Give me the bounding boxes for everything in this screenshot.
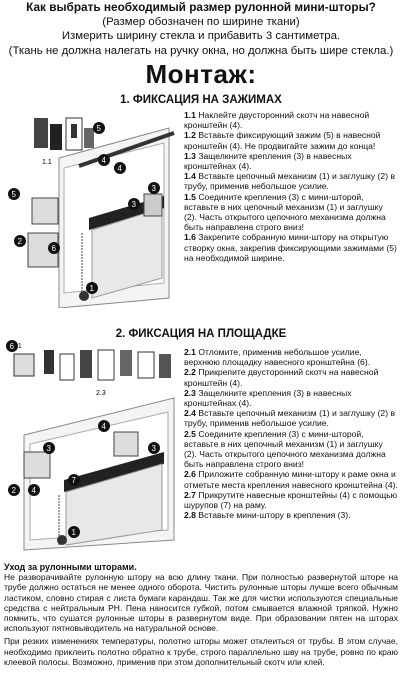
header-warning: (Ткань не должна налегать на ручку окна,… [8, 44, 394, 57]
step-2-8: 2.8 Вставьте мини-штору в крепления (3). [184, 510, 351, 521]
section2-title: 2. ФИКСАЦИЯ НА ПЛОЩАДКЕ [115, 328, 287, 340]
care-title: Уход за рулонными шторами. [4, 562, 137, 572]
header-note: (Размер обозначен по ширине ткани) [102, 15, 300, 28]
callout2-7: 7 [72, 476, 77, 485]
callout-5b: 5 [97, 124, 102, 133]
section1-illustration: 1.1 1 2 3 4 5 6 3 4 5 [8, 117, 175, 308]
step-1-6: 1.6 Закрепите собранную мини-штору на от… [184, 232, 397, 263]
section2-illustration: 2.1 2.3 6 1 2 3 4 7 3 4 [6, 340, 175, 551]
step-1-1: 1.1 Наклейте двусторонний скотч на навес… [184, 110, 370, 131]
step-2-2: 2.2 Прикрепите двусторонний скотч на нав… [184, 367, 379, 388]
callout2-3: 3 [152, 444, 157, 453]
step-1-5: 1.5 Соедините крепления (3) с мини-шторо… [184, 191, 386, 233]
callout2-4b: 4 [32, 486, 37, 495]
bracket-parts-figure: 2.1 2.3 [12, 343, 171, 397]
step-2-3: 2.3 Защелкните крепления (3) в навесных … [184, 387, 352, 409]
step-1-4: 1.4 Вставьте цепочный механизм (1) и заг… [184, 171, 396, 192]
step-2-4: 2.4 Вставьте цепочный механизм (1) и заг… [184, 408, 396, 429]
callout-3b: 3 [152, 184, 157, 193]
callout2-4: 4 [102, 422, 107, 431]
callout-2: 2 [18, 237, 23, 246]
care-section: Уход за рулонными шторами. Не разворачив… [4, 562, 398, 667]
step-2-5: 2.5 Соедините крепления (3) с мини-шторо… [184, 428, 386, 470]
section1-callouts: 1 2 3 4 5 6 3 4 5 [8, 122, 160, 294]
step-2-7: 2.7 Прикрутите навесные кронштейны (4) с… [184, 489, 398, 511]
fig-label-2-3: 2.3 [96, 390, 106, 397]
section1-title: 1. ФИКСАЦИЯ НА ЗАЖИМАХ [120, 94, 282, 106]
callout2-1: 1 [72, 528, 77, 537]
callout-3: 3 [132, 200, 137, 209]
callout-4: 4 [118, 164, 123, 173]
section1-steps: 1.1 Наклейте двусторонний скотч на навес… [184, 110, 398, 263]
page-title: Монтаж: [145, 59, 257, 89]
step-2-1: 2.1 Отломите, применив небольшое усилие,… [184, 347, 371, 368]
callout-6: 6 [52, 244, 57, 253]
clip-parts-figure: 1.1 [34, 117, 94, 166]
fig-label-1-1: 1.1 [42, 159, 52, 166]
callout-5: 5 [12, 190, 17, 199]
header: Как выбрать необходимый размер рулонной … [0, 0, 402, 58]
callout2-2: 2 [12, 486, 17, 495]
header-question: Как выбрать необходимый размер рулонной … [26, 0, 376, 14]
step-1-3: 1.3 Защелкните крепления (3) в навесных … [184, 150, 352, 172]
section2-callouts: 6 1 2 3 4 7 3 4 [6, 340, 160, 538]
section2-steps: 2.1 Отломите, применив небольшое усилие,… [184, 347, 398, 520]
care-paragraph-1: Не разворачивайте рулонную штору на всю … [4, 572, 398, 634]
callout-1: 1 [90, 284, 95, 293]
step-2-6: 2.6 Приложите собранную мини-штору к рам… [184, 469, 398, 490]
care-paragraph-2: При резких изменениях температуры, полот… [4, 636, 398, 667]
callout-4b: 4 [102, 156, 107, 165]
callout2-6: 6 [10, 342, 15, 351]
callout2-3b: 3 [47, 444, 52, 453]
header-measure: Измерить ширину стекла и прибавить 3 сан… [61, 30, 341, 42]
step-1-2: 1.2 Вставьте фиксирующий зажим (5) в нав… [184, 130, 381, 151]
